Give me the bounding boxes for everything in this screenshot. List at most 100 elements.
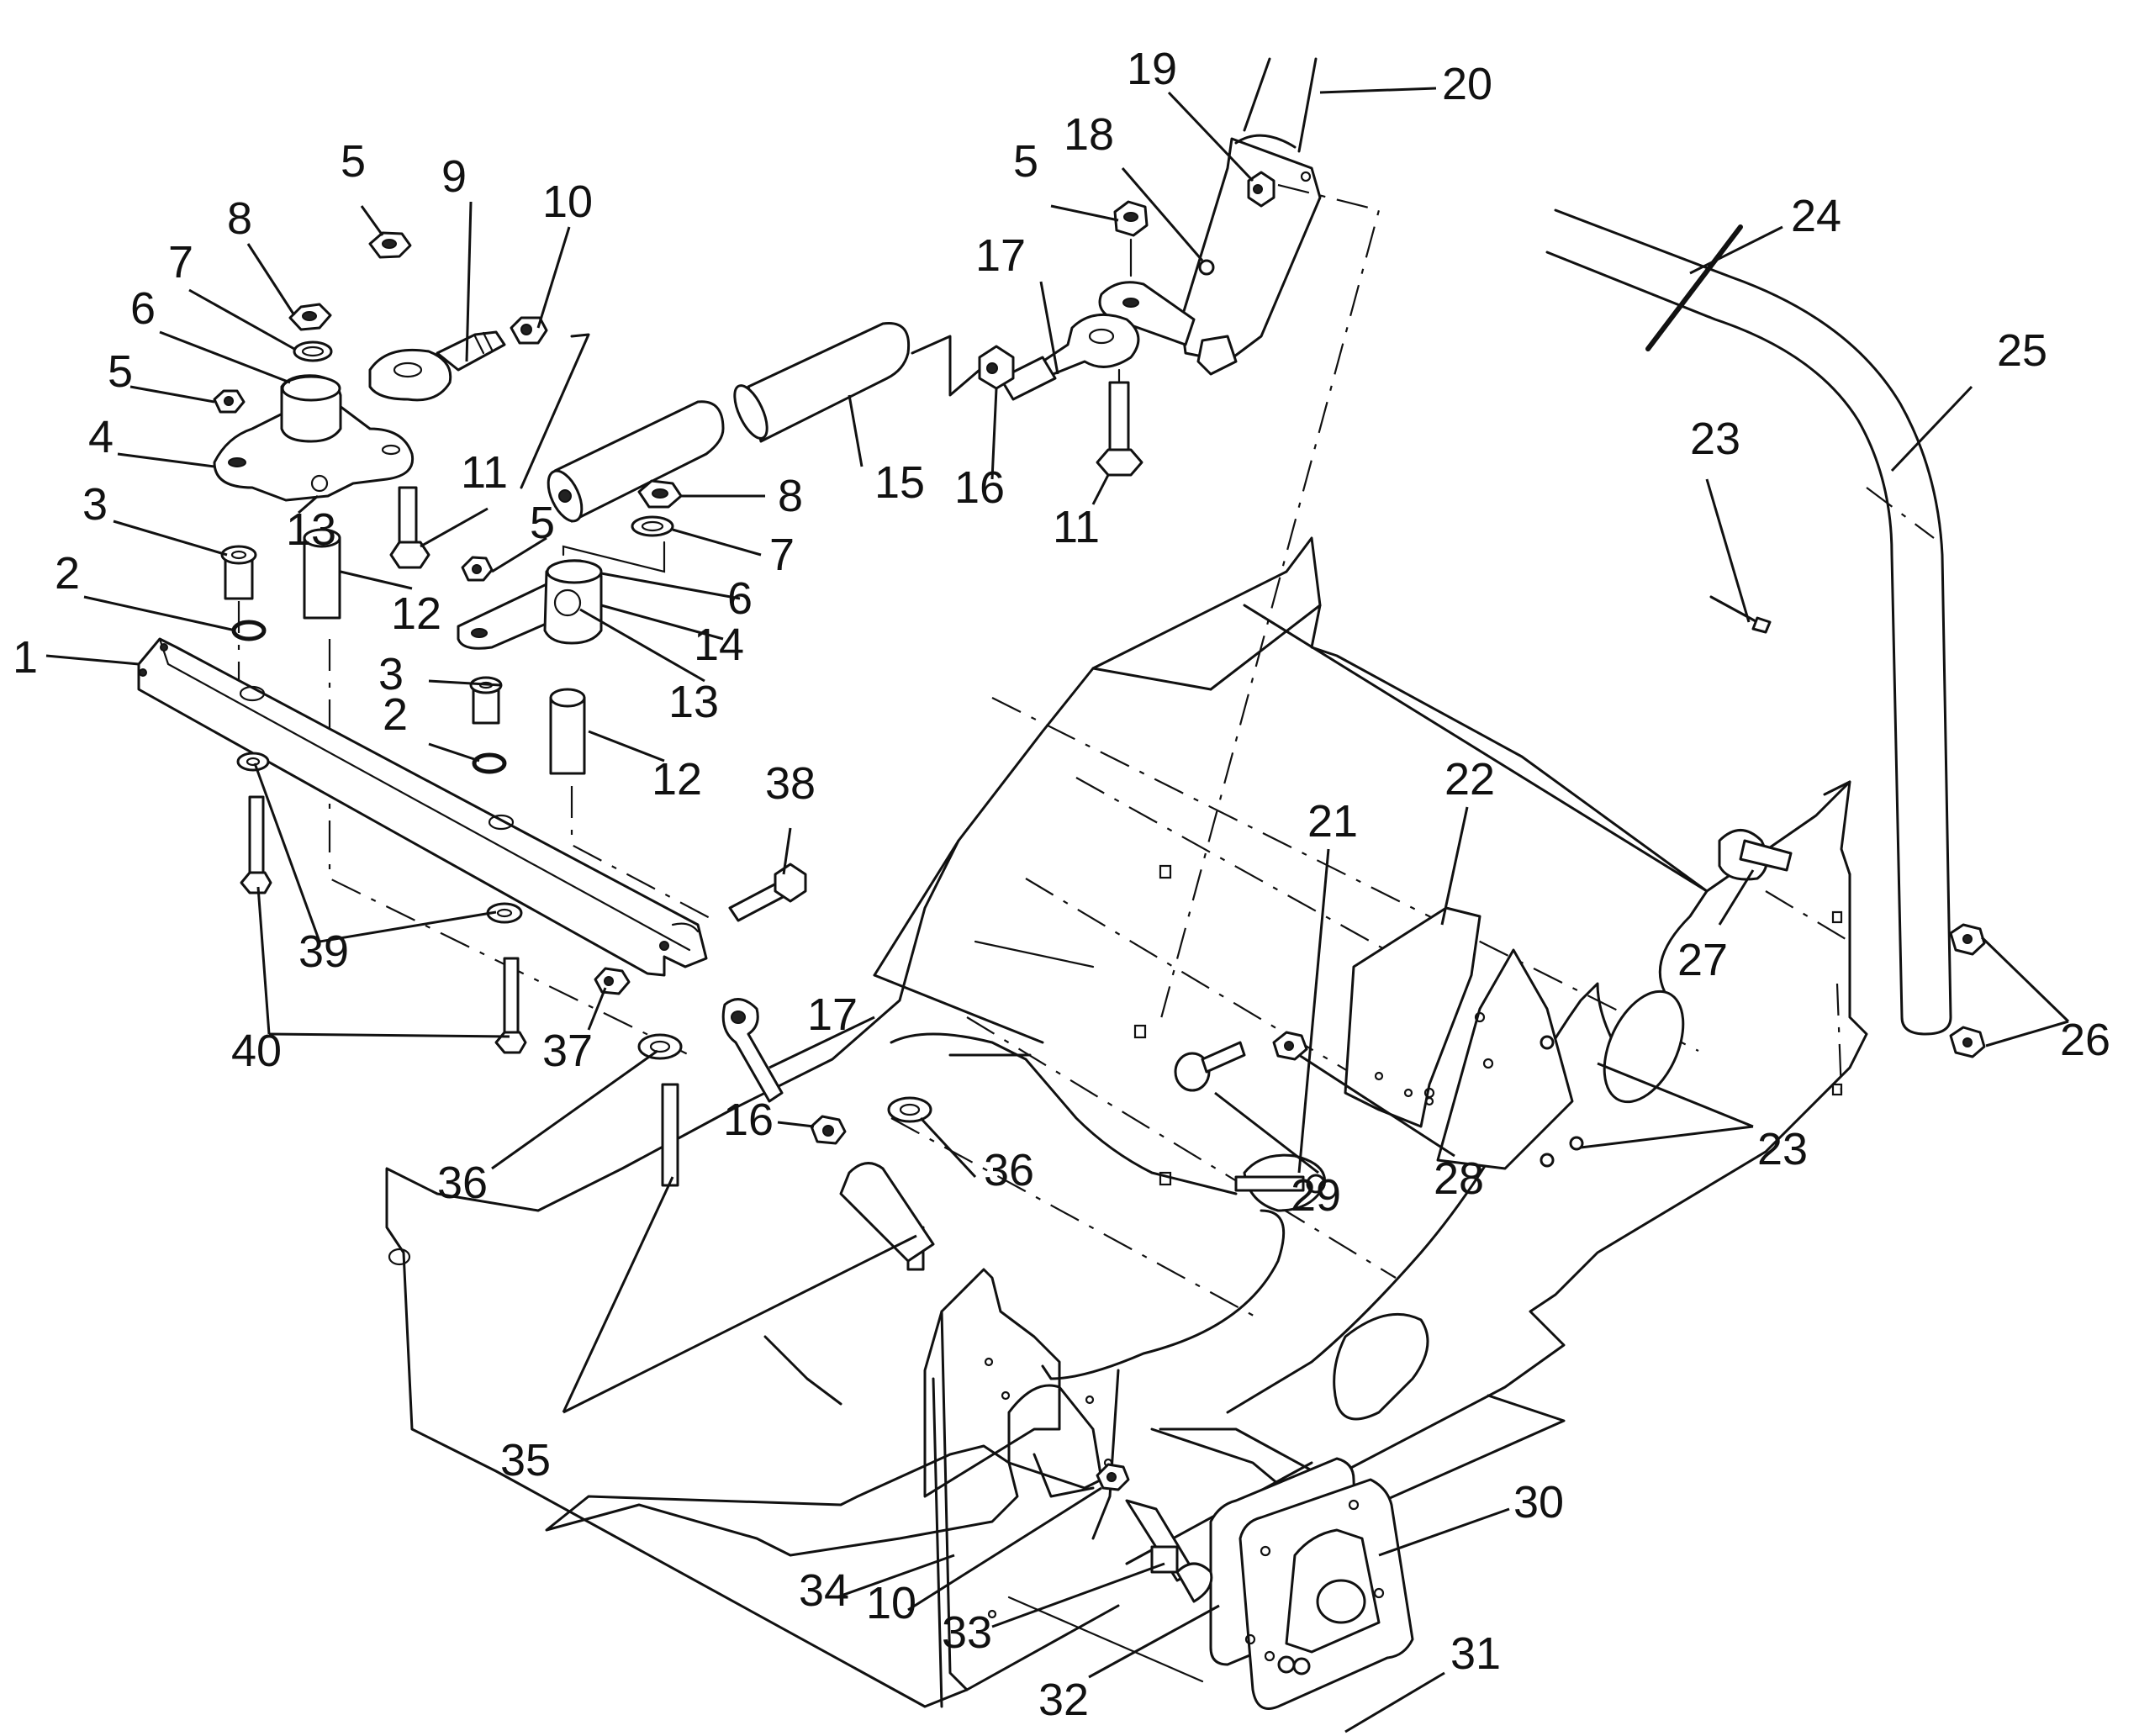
nut-5-left	[213, 389, 246, 414]
washer-36-right	[887, 1096, 932, 1123]
bolt-21	[1234, 1153, 1327, 1212]
callout-10: 10	[542, 177, 593, 227]
callout-2: 2	[55, 548, 80, 599]
bolt-40-left	[240, 795, 272, 894]
callout-1: 1	[13, 632, 38, 683]
washer-7-upper	[293, 340, 333, 362]
nut-5-steering-arm	[1113, 200, 1149, 277]
rod-end-17-lower	[721, 998, 784, 1103]
bracket-14	[457, 559, 603, 650]
callout-7: 7	[769, 530, 795, 580]
callout-21: 21	[1307, 796, 1358, 847]
callout-36: 36	[984, 1145, 1034, 1195]
rod-end-17-upper	[999, 313, 1140, 401]
center-line-left	[328, 639, 690, 1056]
center-line-middle	[570, 786, 716, 921]
connecting-tube-15	[520, 321, 981, 523]
callout-16: 16	[723, 1095, 774, 1145]
callout-6: 6	[727, 573, 753, 624]
bracket-22	[1344, 906, 1481, 1128]
callout-6: 6	[130, 283, 156, 334]
bracket-4	[213, 374, 415, 502]
nut-10-upper	[510, 316, 548, 345]
callout-19: 19	[1127, 44, 1177, 94]
callout-32: 32	[1038, 1675, 1089, 1725]
callout-25: 25	[1997, 325, 2047, 376]
steering-column	[1098, 57, 1381, 1022]
bolt-23-upper	[1709, 595, 1772, 634]
callout-labels: 1 2 3 4 5 6 7 8 5 9 10 11 13 12 5 8 7 6 …	[13, 44, 2110, 1725]
tube-lower	[839, 1162, 935, 1263]
callout-23: 23	[1757, 1124, 1808, 1174]
callout-27: 27	[1677, 935, 1728, 985]
callout-5: 5	[1013, 136, 1038, 187]
rod-end-9	[368, 330, 506, 402]
callout-35: 35	[500, 1435, 551, 1485]
nut-8-upper	[288, 303, 332, 331]
callout-22: 22	[1444, 754, 1495, 805]
callout-5: 5	[530, 498, 555, 548]
callout-29: 29	[1291, 1170, 1341, 1221]
spacer-12-middle	[549, 688, 586, 775]
leader-lines	[45, 87, 2070, 1733]
callout-39: 39	[298, 926, 349, 977]
cross-bar-1	[137, 637, 708, 977]
pins-23	[1540, 1035, 1584, 1168]
nut-16-upper	[978, 345, 1015, 390]
bolt-11-right	[1096, 368, 1143, 477]
callout-14: 14	[694, 620, 744, 670]
callout-5: 5	[108, 346, 133, 397]
callout-10: 10	[866, 1578, 916, 1628]
nut-5-middle	[461, 556, 494, 582]
callout-16: 16	[954, 462, 1005, 513]
boot-30	[1209, 1457, 1414, 1710]
callout-12: 12	[391, 588, 441, 639]
callout-38: 38	[765, 758, 816, 809]
washer-7-middle	[631, 515, 674, 537]
washer-39-left	[236, 752, 270, 772]
chassis-pan	[385, 536, 1868, 1708]
callout-8: 8	[227, 193, 252, 244]
screw-31	[1277, 1655, 1311, 1675]
nut-8-middle	[637, 479, 683, 509]
spacer-12-upper	[303, 528, 341, 620]
callout-11: 11	[461, 447, 508, 498]
nut-5-upper	[368, 231, 412, 259]
stud-35-left	[661, 1083, 679, 1187]
callout-36: 36	[437, 1158, 488, 1208]
nut-37	[594, 967, 631, 995]
callout-5: 5	[341, 136, 366, 187]
washer-39-right	[486, 902, 523, 924]
callout-18: 18	[1064, 109, 1114, 160]
callout-13: 13	[668, 677, 719, 727]
bolt-11-left	[389, 486, 430, 569]
nut-26-upper	[1949, 923, 1986, 956]
bolt-33	[1125, 1499, 1213, 1603]
callout-3: 3	[82, 479, 108, 530]
o-ring-2-middle	[472, 752, 507, 774]
callout-26: 26	[2060, 1015, 2110, 1065]
callout-8: 8	[778, 471, 803, 521]
callout-11: 11	[1053, 502, 1100, 552]
bolt-27	[1718, 829, 1793, 881]
bushing-3-upper	[220, 545, 257, 600]
callout-17: 17	[807, 989, 858, 1040]
callout-30: 30	[1513, 1477, 1564, 1528]
callout-20: 20	[1442, 59, 1492, 109]
callout-31: 31	[1450, 1628, 1501, 1679]
nut-16-lower	[810, 1115, 847, 1145]
frame-tube	[1545, 208, 1952, 1094]
callout-3: 3	[378, 649, 404, 699]
callout-34: 34	[799, 1565, 849, 1616]
leader-group-7-6	[562, 541, 666, 573]
callout-24: 24	[1791, 191, 1841, 241]
nut-10-lower	[1096, 1463, 1130, 1491]
knob-29	[1174, 1041, 1246, 1092]
bolt-38	[728, 863, 807, 922]
callout-40: 40	[231, 1026, 282, 1076]
nut-28	[1272, 1031, 1308, 1061]
callout-28: 28	[1434, 1153, 1484, 1204]
callout-33: 33	[942, 1607, 992, 1658]
callout-4: 4	[88, 412, 114, 462]
callout-13: 13	[286, 504, 336, 555]
